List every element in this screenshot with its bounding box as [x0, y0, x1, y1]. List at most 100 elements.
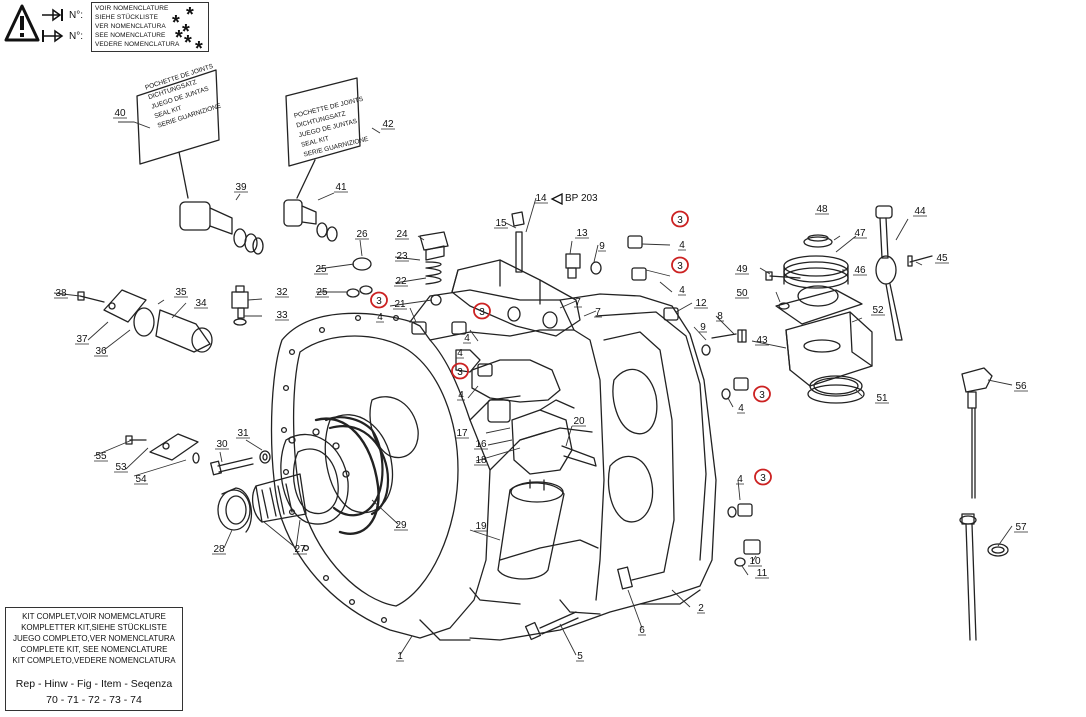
callout-label: 44 [914, 206, 926, 217]
seal-kit-card-40 [136, 69, 220, 165]
callout-label: 40 [114, 108, 126, 119]
callout-label: 35 [175, 287, 187, 298]
callout-label: 57 [1015, 522, 1027, 533]
callout-label: 54 [135, 474, 147, 485]
callout-label: 50 [736, 288, 748, 299]
callout-label: 15 [495, 218, 507, 229]
kit-complete-box: KIT COMPLET,VOIR NOMEMCLATURE KOMPLETTER… [5, 607, 183, 711]
callout-label: 13 [576, 228, 588, 239]
callout-label: 16 [475, 439, 487, 450]
callout-label: 19 [475, 521, 487, 532]
callout-label: 56 [1015, 381, 1027, 392]
callout-label: 46 [854, 265, 866, 276]
callout-label: 27 [294, 544, 306, 555]
output-flange [251, 428, 350, 525]
callout-highlight-circle [671, 210, 689, 228]
callout-label: 4 [457, 348, 463, 359]
callout-label: 3 [760, 473, 766, 484]
callout-label: 4 [377, 312, 383, 323]
kit-line: KIT COMPLETO,VEDERE NOMENCLATURA [12, 656, 176, 665]
callout-label: 14 [535, 193, 547, 204]
callout-label: 47 [854, 228, 866, 239]
fitting-41 [283, 199, 338, 242]
pin-6 [617, 566, 633, 590]
gasket-51 [807, 384, 865, 404]
arrow-ref-label-2: N°: [69, 31, 83, 42]
callout-label: 38 [55, 288, 67, 299]
callout-label: 9 [700, 322, 706, 333]
callout-label: 8 [717, 311, 723, 322]
callout-label: 3 [457, 367, 463, 378]
control-valve-assembly [451, 211, 581, 337]
callout-label: 26 [356, 229, 368, 240]
callout-label: 24 [396, 229, 408, 240]
callout-label: 11 [757, 568, 768, 579]
lever-44 [875, 205, 933, 341]
callout-label: 4 [458, 390, 464, 401]
callout-label: 36 [95, 346, 107, 357]
callout-label: 32 [276, 287, 288, 298]
nomenclature-box: VOIR NOMENCLATURE SIEHE STÜCKLISTE VER N… [91, 2, 209, 59]
callout-label: 3 [759, 390, 765, 401]
callout-label: 4 [464, 333, 470, 344]
callout-label: 42 [382, 119, 394, 130]
bolt-5 [524, 611, 579, 641]
asterisk: * [195, 38, 203, 60]
dipstick-56 [961, 367, 993, 499]
callout-label: 4 [738, 403, 744, 414]
cover-plate-53 [125, 433, 200, 464]
callout-highlight-circle [370, 291, 388, 309]
bell-housing-bolts [280, 314, 400, 624]
callout-label: 31 [237, 428, 249, 439]
nomenclature-line: VER NOMENCLATURA [95, 23, 166, 30]
bar-arrow-right-icon [42, 29, 64, 43]
callout-label: 7 [595, 307, 601, 318]
callout-label: 20 [573, 416, 585, 427]
nomenclature-line: SIEHE STÜCKLISTE [95, 14, 159, 21]
callout-label: 1 [397, 651, 403, 662]
callout-label: 28 [213, 544, 225, 555]
callout-label: 2 [698, 603, 704, 614]
arrow-ref-label-1: N°: [69, 10, 83, 21]
arrow-right-bar-icon [42, 8, 63, 22]
sequence-values: 70 - 71 - 72 - 73 - 74 [46, 694, 142, 706]
callout-highlight-circle [451, 362, 469, 380]
ring-25a [346, 288, 360, 298]
callout-highlight-circle [754, 468, 772, 486]
callout-label: 48 [816, 204, 828, 215]
bolt-30 [210, 450, 271, 476]
callout-label: 9 [599, 241, 605, 252]
callout-label: 17 [456, 428, 468, 439]
plug-3-4-set [411, 235, 761, 567]
nomenclature-line: VEDERE NOMENCLATURA [95, 41, 180, 48]
callout-label: 29 [395, 520, 407, 531]
oil-filter-19 [497, 479, 565, 580]
kit-line: KIT COMPLET,VOIR NOMEMCLATURE [22, 612, 166, 621]
callout-label: 55 [95, 451, 107, 462]
callout-label: 3 [376, 296, 382, 307]
callout-label: 39 [235, 182, 247, 193]
callout-label: 33 [276, 310, 288, 321]
valve-block [487, 399, 597, 475]
asterisk: * [172, 12, 180, 34]
callout-label: 4 [679, 285, 685, 296]
sensor-13 [565, 253, 602, 279]
callout-label: 4 [737, 474, 743, 485]
callout-label: 25 [315, 264, 327, 275]
sensor-32 [231, 285, 249, 326]
callout-label: 23 [396, 251, 408, 262]
callout-label: 53 [115, 462, 127, 473]
callout-label: 7 [575, 297, 581, 308]
callout-label: 5 [577, 651, 583, 662]
plug-spring-24 [419, 231, 449, 306]
callout-label: 3 [677, 261, 683, 272]
seal-kit-card-42 [285, 77, 361, 167]
o-ring-29 [314, 417, 380, 535]
kit-line: COMPLETE KIT, SEE NOMENCLATURE [20, 645, 168, 654]
callout-label: 41 [335, 182, 347, 193]
callout-label: 45 [936, 253, 948, 264]
callout-highlight-circle [753, 385, 771, 403]
callout-highlight-circle [473, 302, 491, 320]
